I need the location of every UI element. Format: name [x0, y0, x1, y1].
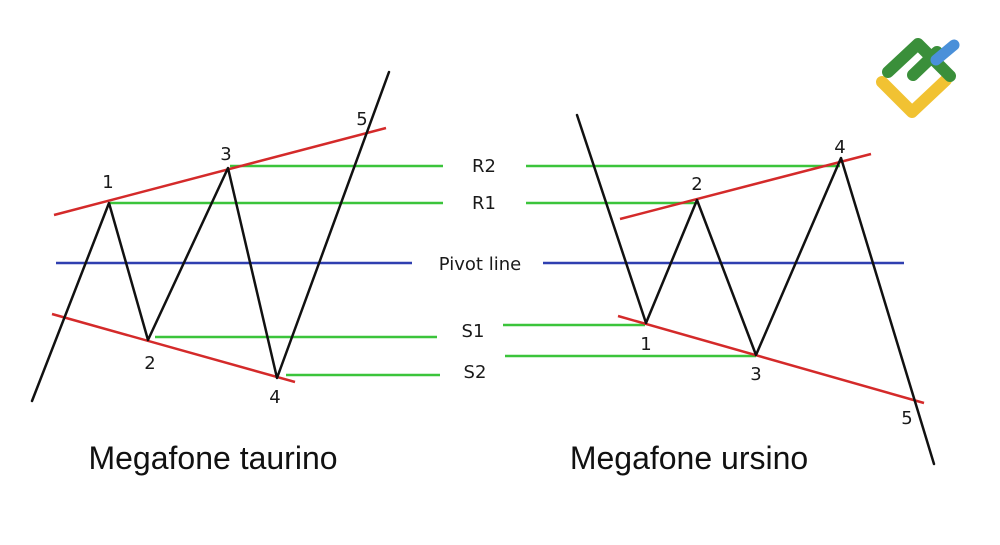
s2-label: S2 — [464, 362, 487, 383]
price-path-bullish — [30, 70, 391, 403]
bullish-pattern: 1 2 3 4 5 Megafone taurino — [30, 70, 443, 476]
brand-logo-icon — [876, 38, 960, 118]
point-label: 5 — [356, 109, 367, 130]
point-label: 1 — [102, 172, 113, 193]
r2-label: R2 — [472, 156, 496, 177]
upper-trendline-bearish — [619, 152, 872, 221]
s1-label: S1 — [462, 321, 485, 342]
point-label: 3 — [220, 144, 231, 165]
point-label: 5 — [901, 408, 912, 429]
point-label: 1 — [640, 334, 651, 355]
bearish-caption: Megafone ursino — [570, 440, 808, 476]
bullish-caption: Megafone taurino — [88, 440, 337, 476]
point-label: 3 — [750, 364, 761, 385]
bearish-pattern: 1 2 3 4 5 Megafone ursino — [503, 113, 936, 476]
pivot-label: Pivot line — [439, 254, 521, 275]
point-label: 4 — [269, 387, 280, 408]
price-path-bearish — [575, 113, 936, 466]
lower-trendline-bullish — [51, 312, 296, 384]
point-label: 4 — [834, 137, 845, 158]
upper-trendline-bullish — [53, 126, 387, 217]
lower-trendline-bearish — [617, 314, 925, 405]
point-label: 2 — [691, 174, 702, 195]
point-label: 2 — [144, 353, 155, 374]
r1-label: R1 — [472, 193, 496, 214]
level-labels: R2 R1 Pivot line S1 S2 — [439, 156, 521, 383]
